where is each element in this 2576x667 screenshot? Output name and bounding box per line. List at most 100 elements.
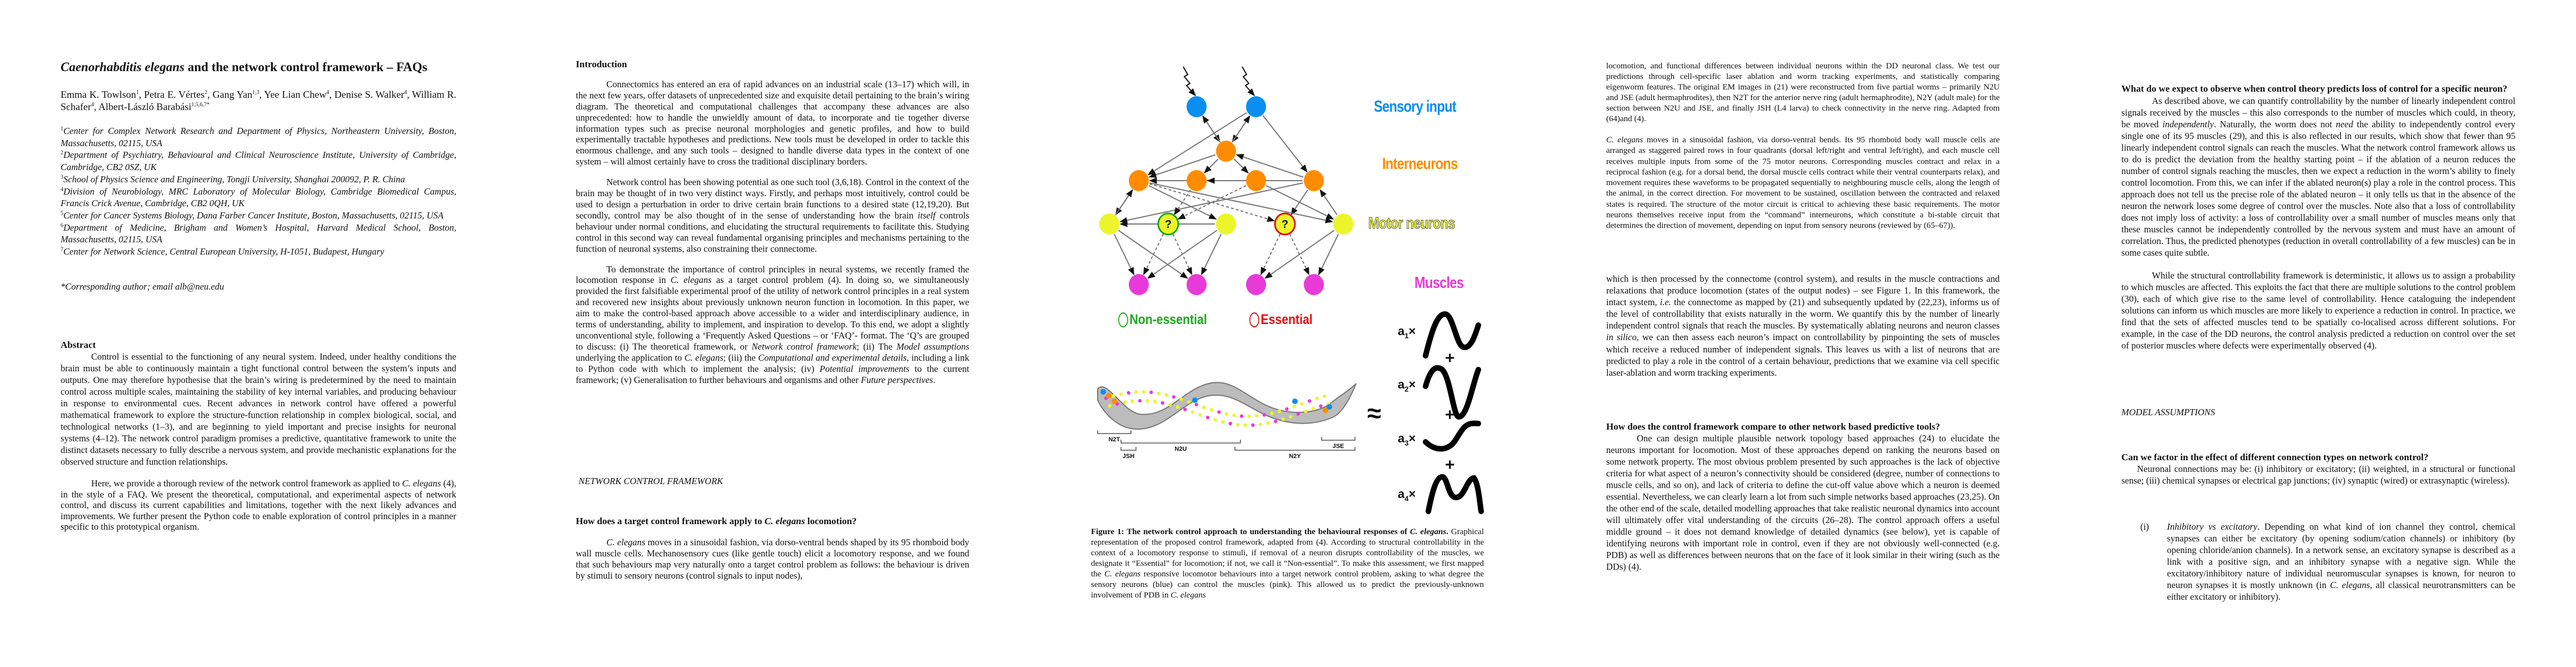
neuron-dot	[1304, 409, 1308, 414]
neuron-dot	[1266, 421, 1270, 425]
neuron-dot	[1239, 414, 1244, 418]
faq-comparison: How does the control framework compare t…	[1606, 421, 2000, 573]
network-edge	[1291, 190, 1308, 216]
network-edge	[1235, 154, 1304, 178]
neuron-dot	[1198, 413, 1202, 417]
network-edge	[1233, 158, 1249, 173]
neuron-dot	[1262, 413, 1266, 417]
neuron-dot	[1202, 405, 1206, 409]
faq-target-control: How does a target control framework appl…	[576, 516, 969, 581]
interneuron-node	[1129, 170, 1149, 191]
network-edge	[1232, 115, 1250, 142]
neuron-dot	[1127, 391, 1130, 395]
faq-answer-paragraph-2: While the structural controllability fra…	[2121, 270, 2515, 351]
eigenworm-shape	[1426, 474, 1484, 514]
non-essential-neuron-node	[1157, 212, 1179, 236]
affiliations: 1Center for Complex Network Research and…	[61, 125, 456, 258]
neuron-dot	[1300, 402, 1304, 406]
neuron-dot	[1323, 394, 1327, 398]
network-edge	[1148, 185, 1217, 220]
network-edge	[1143, 233, 1164, 276]
author-list: Emma K. Towlson1, Petra E. Vértes2, Gang…	[61, 89, 456, 112]
neuron-cluster	[1106, 393, 1112, 399]
abstract-paragraph-2: Here, we provide a thorough review of th…	[61, 478, 456, 532]
neuron-dot	[1209, 408, 1214, 412]
neuron-dot	[1134, 390, 1138, 394]
network-edge	[1202, 115, 1220, 142]
neuron-dot	[1217, 410, 1221, 414]
network-edge	[1262, 115, 1308, 173]
network-edge	[1147, 112, 1247, 176]
neuron-dot	[1149, 390, 1153, 395]
neuron-dot	[1123, 400, 1127, 405]
affiliation-5: 5Center for Cancer Systems Biology, Dana…	[61, 210, 444, 221]
affiliation-7: 7Center for Network Science, Central Eur…	[61, 246, 385, 257]
section-model-assumptions: MODEL ASSUMPTIONS	[2121, 407, 2215, 417]
faq-heading: Can we factor in the effect of different…	[2121, 452, 2429, 462]
neuron-dot	[1138, 399, 1142, 403]
network-edge	[1318, 233, 1339, 276]
neuron-dot	[1254, 414, 1259, 418]
label-interneurons: Interneurons	[1382, 155, 1458, 173]
interneuron-node	[1304, 170, 1324, 191]
neuron-dot	[1213, 418, 1217, 422]
neuron-dot	[1164, 393, 1168, 397]
coefficient-a4: a4×	[1398, 487, 1416, 503]
caption-continuation: locomotion, and functional differences b…	[1606, 62, 2000, 123]
worm-body	[1097, 382, 1357, 430]
faq-loss-of-control: What do we expect to observe when contro…	[2121, 83, 2515, 351]
network-edge	[1200, 233, 1222, 276]
neuron-cluster	[1112, 399, 1117, 404]
neuron-dot	[1281, 417, 1285, 421]
neuron-dot	[1172, 395, 1176, 399]
muscle-node	[1129, 274, 1149, 295]
muscle-node	[1187, 274, 1207, 295]
neuron-dot	[1205, 415, 1210, 420]
neuron-dot	[1311, 406, 1316, 411]
neuron-cluster	[1323, 407, 1328, 413]
coefficient-a2: a2×	[1398, 377, 1416, 394]
faq-answer: C. elegans moves in a sinusoidal fashion…	[576, 536, 969, 581]
section-network-control-framework: NETWORK CONTROL FRAMEWORK	[579, 476, 724, 486]
sensory-neuron-node	[1187, 96, 1207, 117]
neuron-dot	[1145, 399, 1149, 403]
eigenworm-shape	[1423, 311, 1481, 359]
neuron-dot	[1168, 402, 1172, 407]
neuron-cluster	[1292, 399, 1298, 404]
red-ring-icon	[1249, 312, 1259, 327]
neuron-dot	[1232, 413, 1236, 417]
network-edge	[1289, 233, 1310, 276]
network-edge	[1204, 158, 1219, 173]
coefficient-a3: a3×	[1398, 431, 1416, 447]
interneuron-node	[1187, 170, 1207, 191]
neuron-dot	[1108, 404, 1112, 408]
segment-bracket	[1120, 440, 1241, 444]
neuron-dot	[1183, 407, 1187, 411]
plus-symbol-1: +	[1445, 349, 1455, 367]
label-muscles: Muscles	[1414, 274, 1464, 292]
faq-heading: How does a target control framework appl…	[576, 516, 857, 526]
network-edge	[1118, 230, 1188, 279]
segment-bracket	[1097, 430, 1132, 434]
green-ring-icon	[1118, 312, 1128, 327]
label-sensory-input: Sensory input	[1374, 98, 1457, 116]
network-edge	[1260, 233, 1281, 276]
neuron-dot	[1292, 405, 1297, 409]
list-item-number: (i)	[2140, 521, 2149, 532]
neuron-dot	[1258, 422, 1263, 426]
neuron-dot	[1220, 420, 1225, 424]
neuron-dot	[1224, 412, 1229, 416]
figure-1-caption-continued: locomotion, and functional differences b…	[1606, 61, 2000, 232]
sensory-neuron-node	[1246, 96, 1266, 117]
stimulus-bolt-icon	[1242, 66, 1255, 97]
neuron-dot	[1157, 391, 1161, 395]
plus-symbol-3: +	[1445, 456, 1455, 474]
neuron-dot	[1243, 423, 1248, 427]
neuron-dot	[1228, 421, 1232, 426]
stimulus-bolt-icon	[1183, 66, 1196, 97]
segment-bracket	[1321, 437, 1356, 441]
neuron-cluster	[1327, 404, 1332, 410]
caption-locomotion-note: C. elegans moves in a sinusoidal fashion…	[1606, 136, 2000, 231]
neuron-dot	[1112, 394, 1115, 398]
